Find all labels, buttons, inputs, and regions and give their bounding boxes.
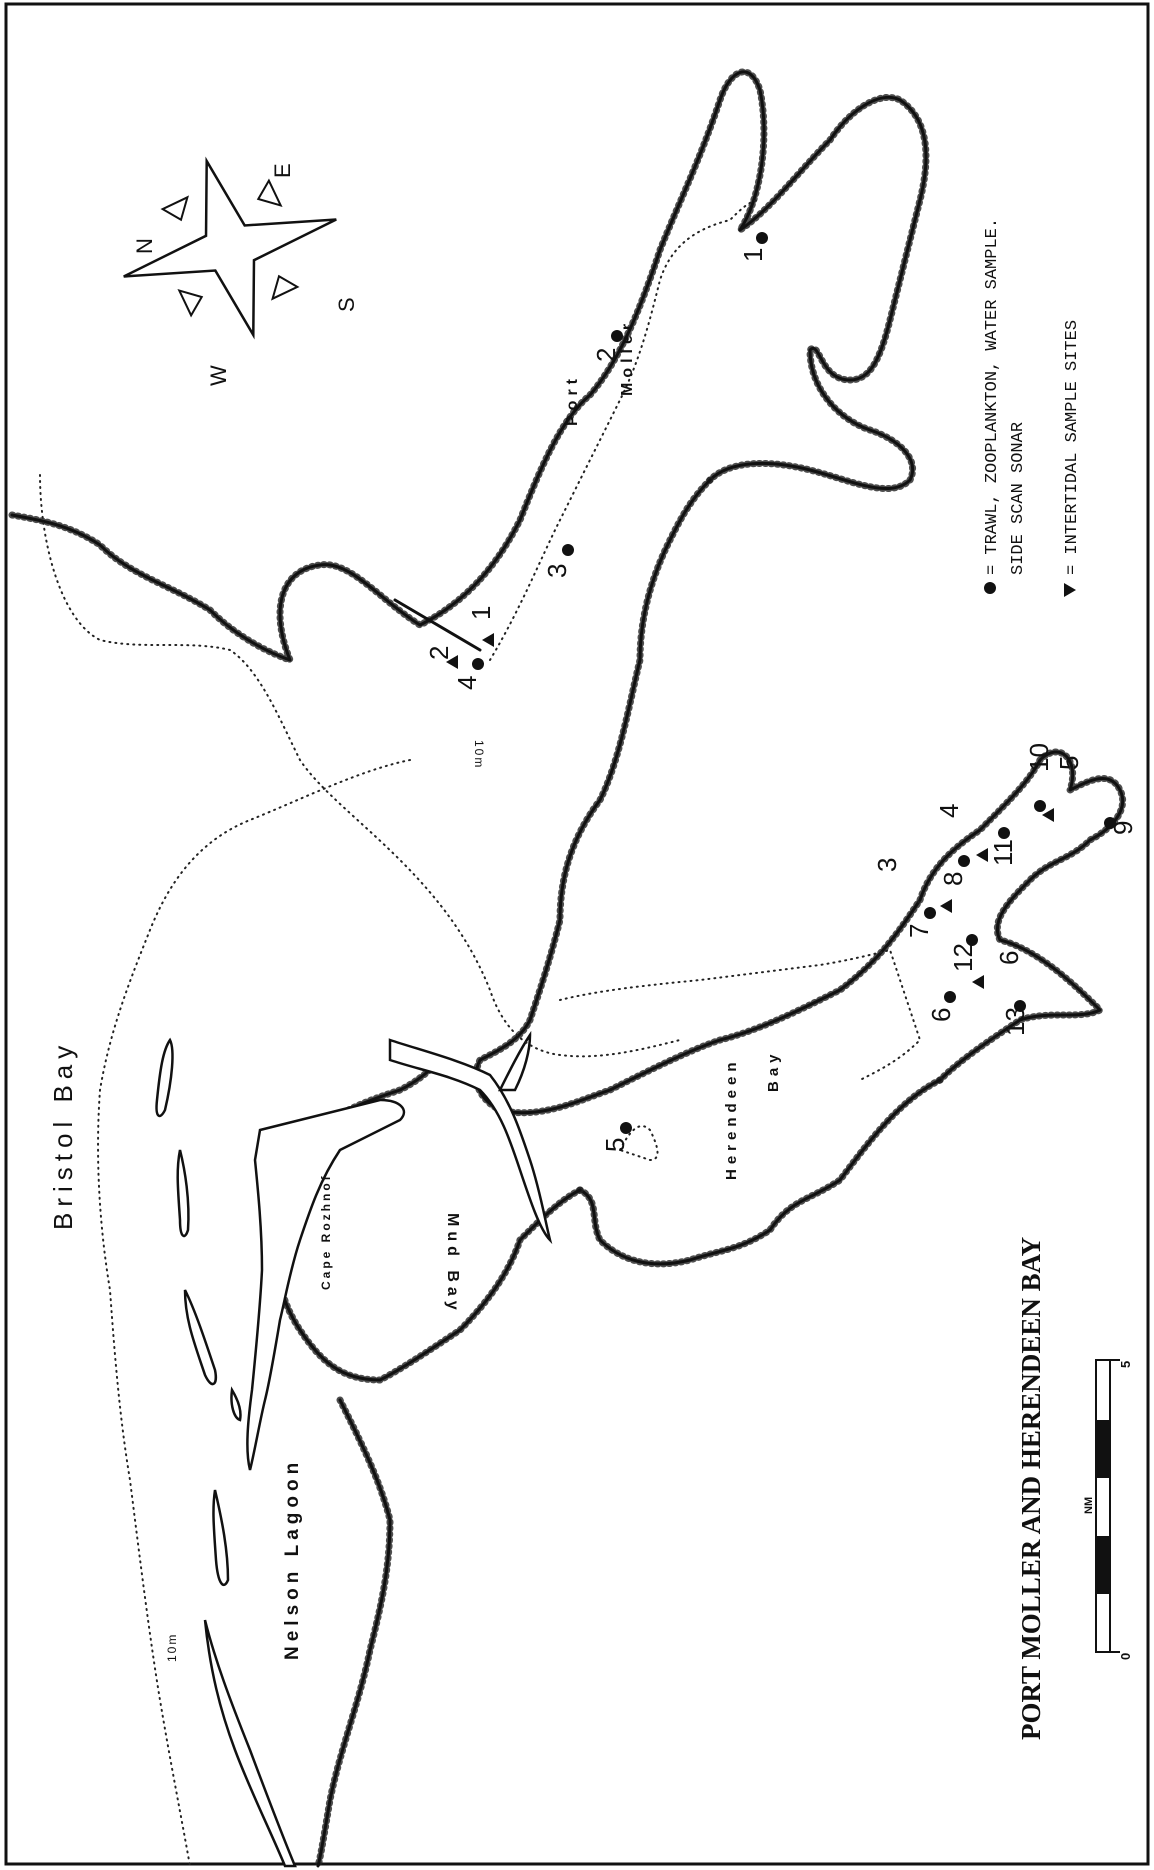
entrance-spit [393, 598, 482, 652]
trawl-station-4 [472, 658, 484, 670]
legend-triangle-icon [1064, 583, 1076, 597]
compass-e-label: E [270, 163, 295, 178]
label-port: Port [564, 374, 581, 426]
intertidal-site-label-6: 6 [994, 951, 1024, 965]
legend-dot-line2: SIDE SCAN SONAR [1009, 422, 1028, 575]
label-moller: Moller [619, 319, 636, 396]
trawl-station-9 [1104, 817, 1116, 829]
trawl-station-12 [966, 934, 978, 946]
scale-min-label: 0 [1118, 1653, 1133, 1660]
label-contour-10m: 10m [472, 740, 486, 769]
barrier-island-1 [155, 1037, 174, 1118]
port-moller-south-shore [474, 478, 922, 1115]
intertidal-site-1 [482, 633, 494, 647]
intertidal-site-4 [976, 848, 988, 862]
contour-outer [39, 474, 681, 1058]
label-herendeen-bay: Bay [765, 1049, 782, 1092]
barrier-island-2 [176, 1149, 190, 1238]
trawl-station-label-5: 5 [600, 1138, 630, 1152]
label-herendeen: Herendeen [723, 1057, 740, 1180]
trawl-station-label-8: 8 [938, 872, 968, 886]
trawl-station-10 [1034, 800, 1046, 812]
depth-contours [39, 199, 922, 1867]
place-labels: Bristol Bay Nelson Lagoon Cape Rozhnof M… [48, 319, 782, 1662]
intertidal-site-label-3: 3 [872, 858, 902, 872]
compass-n-label: N [132, 238, 157, 254]
mud-bay-spit-north [497, 1030, 532, 1092]
legend-dot-icon [984, 582, 996, 594]
trawl-station-6 [944, 991, 956, 1003]
map-title: PORT MOLLER AND HERENDEEN BAY [1016, 1237, 1046, 1740]
nelson-lagoon-shore [316, 1398, 392, 1868]
trawl-station-label-13: 13 [1000, 1007, 1030, 1036]
trawl-station-label-1: 1 [738, 248, 768, 262]
compass-star-icon [123, 156, 337, 340]
intertidal-site-label-4: 4 [934, 804, 964, 818]
barrier-island-5 [203, 1619, 297, 1868]
label-bristol-bay: Bristol Bay [48, 1040, 78, 1230]
label-mud-bay: Mud Bay [444, 1213, 461, 1315]
intertidal-site-label-2: 2 [424, 646, 454, 660]
trawl-station-label-7: 7 [904, 924, 934, 938]
trawl-station-label-11: 11 [988, 839, 1018, 866]
label-nelson-lagoon: Nelson Lagoon [282, 1458, 303, 1660]
compass-rose [123, 156, 337, 340]
scale-unit-label: NM [1083, 1497, 1095, 1514]
page-border [4, 2, 1150, 1866]
legend: = TRAWL, ZOOPLANKTON, WATER SAMPLE. SIDE… [983, 218, 1082, 597]
cape-rozhnof [246, 1098, 406, 1471]
intertidal-site-3 [940, 899, 952, 913]
contour-station5 [618, 1125, 659, 1162]
barrier-island-3 [183, 1289, 217, 1386]
trawl-station-11 [998, 827, 1010, 839]
trawl-station-3 [562, 544, 574, 556]
legend-dot-line1: = TRAWL, ZOOPLANKTON, WATER SAMPLE. [983, 218, 1002, 575]
legend-tri-line: = INTERTIDAL SAMPLE SITES [1063, 320, 1082, 575]
trawl-station-1 [756, 232, 768, 244]
trawl-station-13 [1014, 1000, 1026, 1012]
scale-max-label: 5 [1118, 1361, 1133, 1368]
intertidal-site-5 [1042, 808, 1054, 822]
trawl-station-7 [924, 907, 936, 919]
trawl-station-label-2: 2 [591, 348, 621, 362]
barrier-island-6 [230, 1386, 242, 1422]
trawl-station-5 [620, 1122, 632, 1134]
trawl-station-label-10: 10 [1024, 743, 1054, 772]
trawl-station-label-12: 12 [948, 943, 978, 972]
trawl-station-2 [611, 330, 623, 342]
intertidal-site-6 [972, 975, 984, 989]
contour-west [97, 759, 411, 1867]
coastlines [8, 68, 1127, 1870]
trawl-station-8 [958, 855, 970, 867]
label-cape-rozhnof: Cape Rozhnof [319, 1173, 333, 1290]
intertidal-site-label-1: 1 [466, 606, 496, 620]
scale-bar: 0 5 NM [1083, 1359, 1133, 1660]
trawl-station-label-3: 3 [542, 564, 572, 578]
mud-bay-spit [388, 1038, 553, 1245]
intertidal-site-label-5: 5 [1054, 756, 1084, 770]
intertidal-site-2 [446, 655, 458, 669]
compass-s-label: S [334, 297, 359, 312]
trawl-station-label-4: 4 [452, 676, 482, 690]
label-contour-10m-west: 10m [165, 1633, 179, 1662]
contour-port-moller [489, 199, 761, 661]
barrier-island-4 [212, 1489, 230, 1586]
herendeen-east-arm [918, 750, 1125, 1082]
herendeen-west-shore [578, 1078, 942, 1266]
trawl-station-label-9: 9 [1108, 821, 1138, 835]
compass-w-label: W [206, 365, 231, 386]
port-moller-north-shore [10, 70, 928, 662]
trawl-station-label-6: 6 [926, 1008, 956, 1022]
